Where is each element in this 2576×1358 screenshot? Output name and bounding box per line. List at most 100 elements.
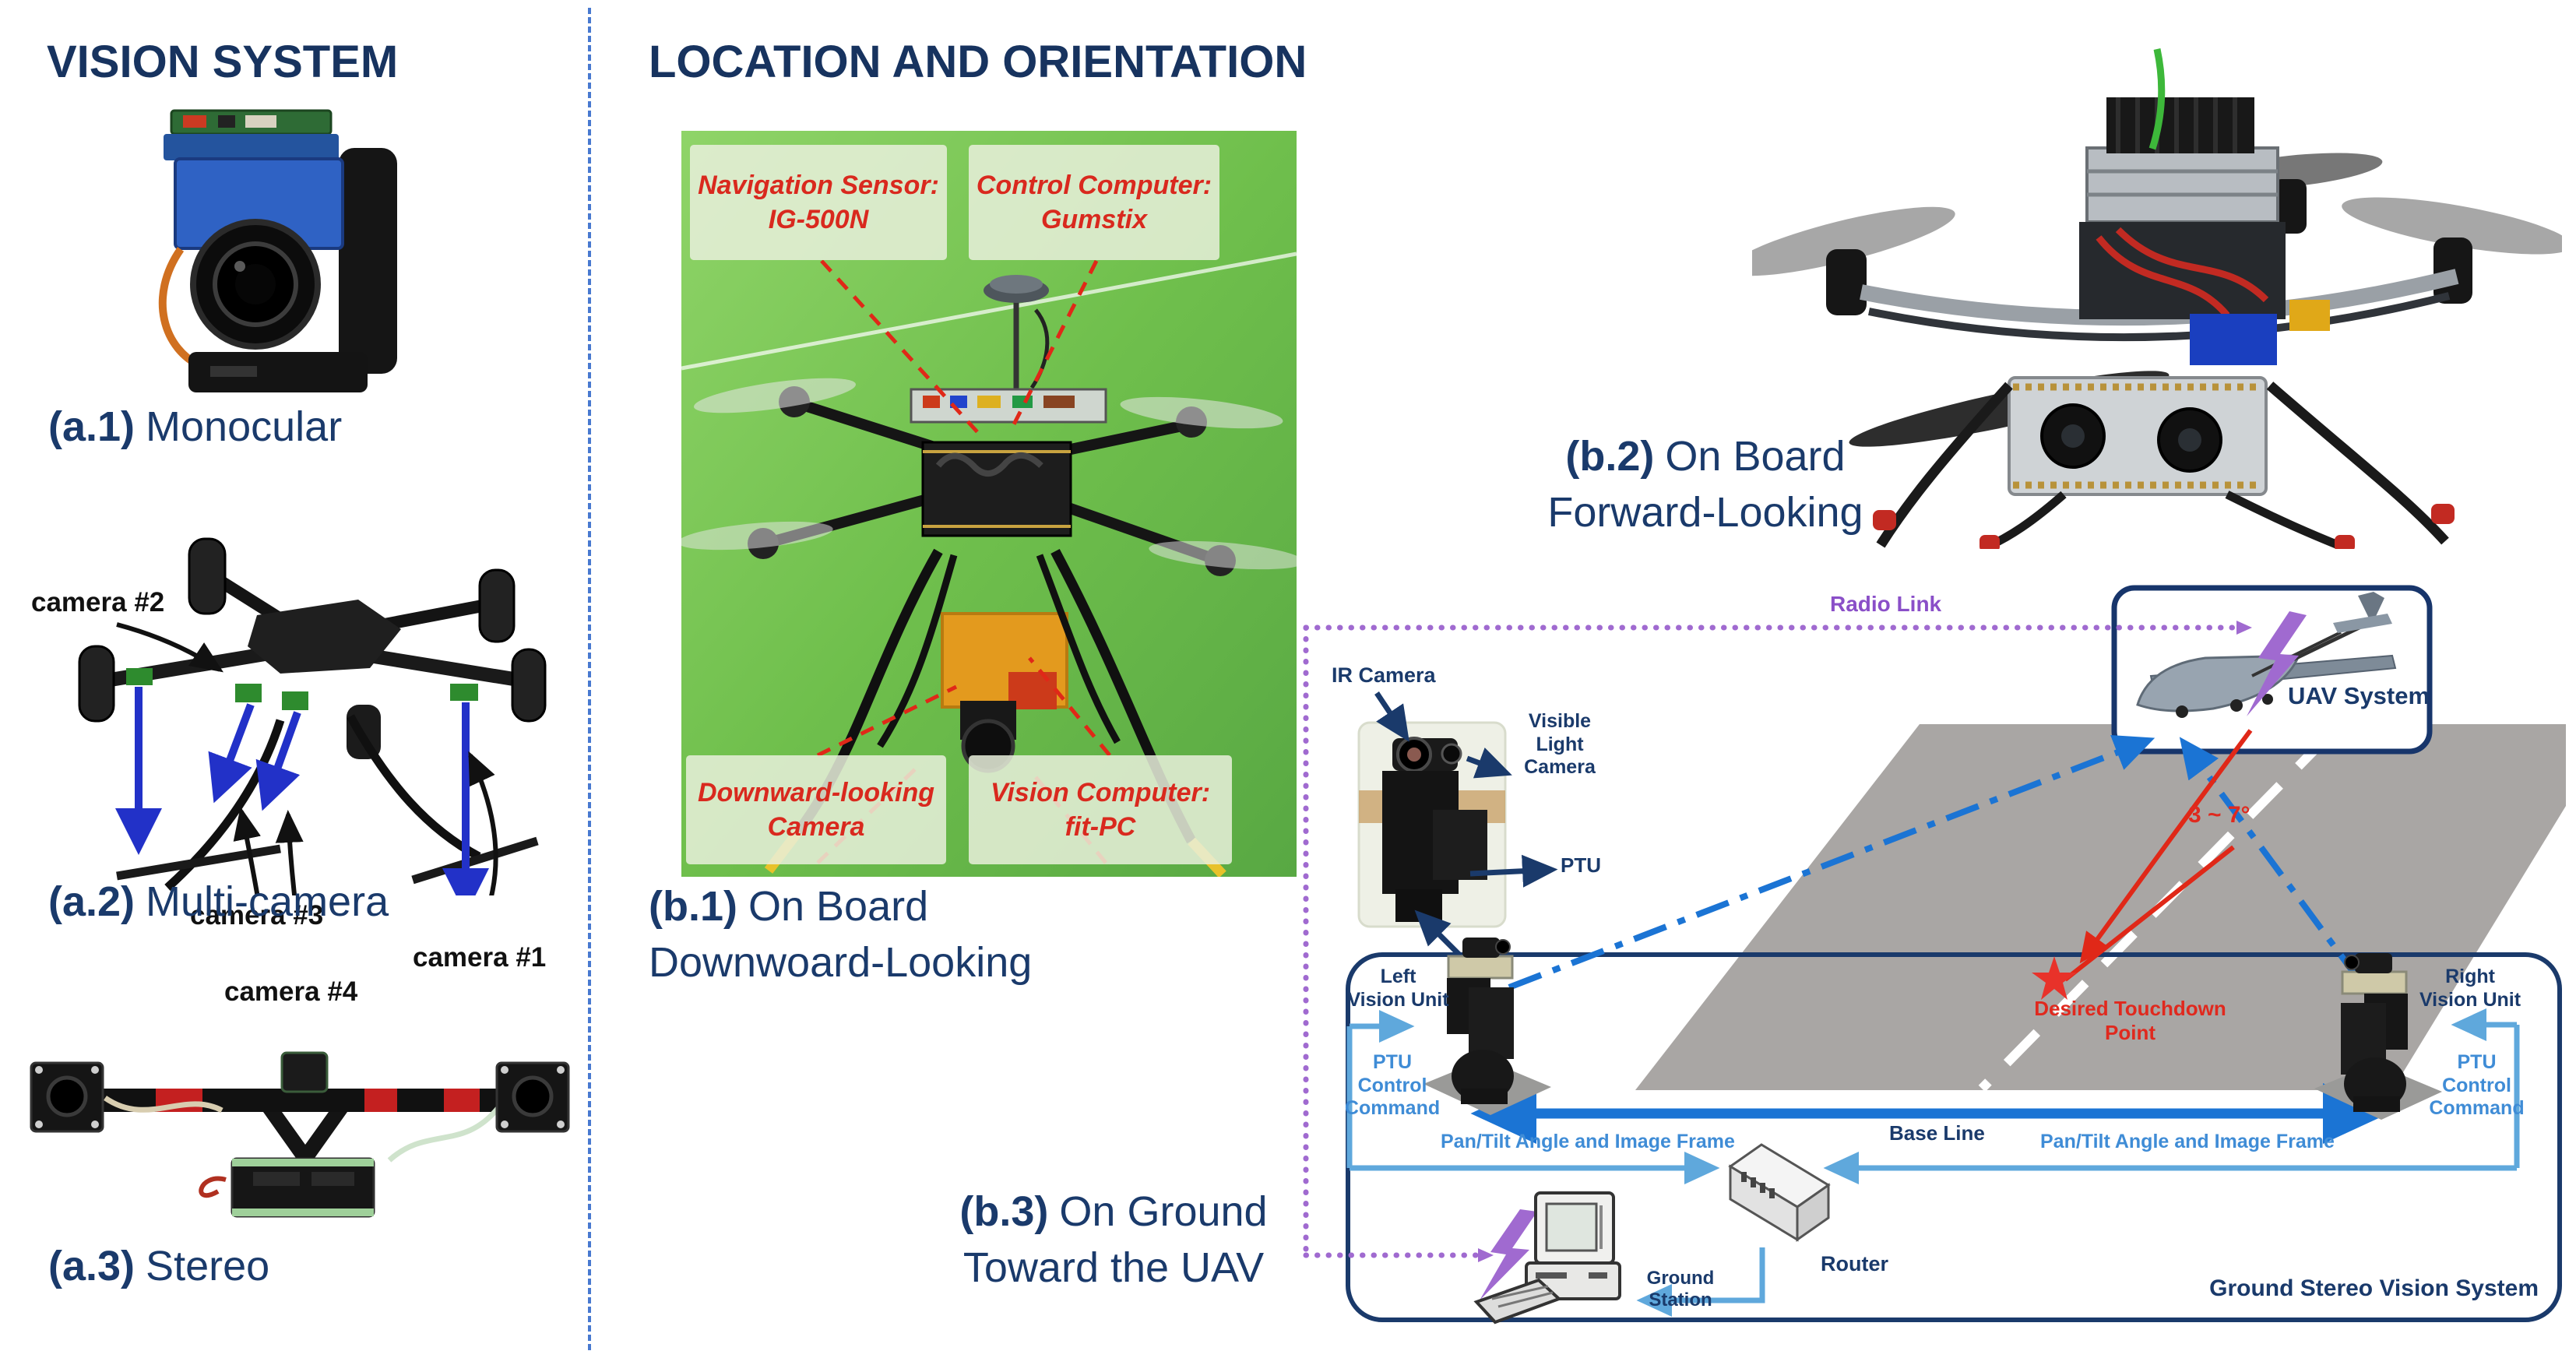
caption-b1-text1: On Board [748,883,929,930]
left-vision-unit-label: Left Vision Unit [1347,966,1449,1011]
annotation-downward-camera: Downward-looking Camera [686,755,946,864]
caption-b2-tag: (b.2) [1565,433,1655,480]
right-vision-unit-label: Right Vision Unit [2416,966,2525,1011]
nav-sensor-line2: IG-500N [768,205,869,234]
camera3-label: camera #3 [190,900,324,931]
caption-b1: (b.1)On Board Downwoard-Looking [649,878,1032,990]
ptu-command-brackets [1346,1008,2520,1317]
left-unit-line1: Left [1380,966,1416,987]
ptu-cmd-left-line1: PTU [1373,1051,1412,1073]
router-label: Router [1821,1252,1888,1275]
visible-light-camera-label: Visible Light Camera [1509,710,1610,779]
column-separator [588,8,591,1350]
stereo-rig-illustration [30,1051,570,1218]
caption-b3-text1: On Ground [1059,1188,1268,1235]
caption-b1-text2: Downwoard-Looking [649,939,1033,986]
lightning-bolt-uav [2247,611,2307,716]
ptu-control-command-left-label: PTU Control Command [1345,1051,1440,1121]
caption-b1-line1: (b.1)On Board [649,878,1032,934]
runway-centerline [1978,732,2332,1092]
lightning-bolt-ground [1480,1209,1537,1300]
caption-b2-text2: Forward-Looking [1547,489,1863,536]
runway [1635,724,2566,1090]
visible-light-line1: Visible [1528,710,1592,732]
caption-b2-text1: On Board [1665,433,1846,480]
caption-a2-tag: (a.2) [48,878,135,925]
caption-a3: (a.3)Stereo [48,1238,269,1294]
radio-link-label: Radio Link [1830,592,1942,616]
ground-station-line2: Station [1649,1289,1712,1311]
control-computer-line1: Control Computer: [976,171,1212,200]
right-vision-unit-ptu [2314,953,2442,1120]
ptu-cmd-left-line2: Control [1357,1074,1427,1096]
ground-station-computer [1473,1191,1621,1325]
right-unit-line1: Right [2445,966,2495,987]
annotation-vision-computer: Vision Computer: fit-PC [969,755,1232,864]
downward-camera-line2: Camera [767,812,865,842]
visible-light-line2: Light [1536,733,1584,755]
camera-label-arrows [116,622,498,895]
quadcopter [1752,48,2562,549]
caption-a2: (a.2)Multi-camera [48,874,389,930]
pan-tilt-right-label: Pan/Tilt Angle and Image Frame [2040,1131,2335,1152]
ground-station-line1: Ground [1646,1268,1715,1289]
ptu-cmd-right-line1: PTU [2457,1051,2497,1073]
caption-b3: (b.3)On Ground Toward the UAV [888,1184,1339,1296]
downward-camera-line1: Downward-looking [697,778,935,807]
annotation-control-computer: Control Computer: Gumstix [969,145,1219,260]
multicamera-drone-illustration [78,537,547,895]
hexacopter [681,275,1297,877]
sight-lines [1508,735,2364,990]
ptu-control-command-right-label: PTU Control Command [2428,1051,2525,1121]
location-orientation-title: LOCATION AND ORIENTATION [649,37,1307,87]
caption-a3-label: Stereo [146,1243,270,1289]
touchdown-star [2032,956,2077,1000]
control-computer-line2: Gumstix [1040,205,1148,234]
ir-camera-label: IR Camera [1332,663,1436,687]
camera-direction-arrows [115,687,489,895]
vision-computer-line2: fit-PC [1065,812,1136,842]
caption-a3-tag: (a.3) [48,1243,135,1289]
ptu-cmd-right-line2: Control [2442,1074,2511,1096]
caption-a1: (a.1)Monocular [48,399,342,455]
ground-station-label: Ground Station [1634,1268,1727,1312]
caption-b3-line1: (b.3)On Ground [888,1184,1339,1240]
caption-b2-line1: (b.2)On Board [1464,428,1947,484]
caption-a1-label: Monocular [146,403,343,450]
ground-stereo-vision-system-label: Ground Stereo Vision System [2209,1275,2539,1301]
annotation-nav-sensor: Navigation Sensor: IG-500N [690,145,947,260]
caption-a2-label: Multi-camera [146,878,389,925]
left-vision-unit-ptu [1423,938,1551,1115]
base-line-label: Base Line [1889,1121,1985,1145]
desired-touchdown-label: Desired Touchdown Point [2008,997,2253,1044]
radio-link-path [1303,624,2240,1258]
caption-b1-tag: (b.1) [649,883,737,930]
forward-looking-uav-photo [1752,48,2562,549]
monocular-camera-illustration [158,109,397,392]
caption-a1-tag: (a.1) [48,403,135,450]
caption-b2: (b.2)On Board Forward-Looking [1464,428,1947,540]
visible-light-line3: Camera [1524,756,1596,778]
camera2-label: camera #2 [31,587,165,617]
uav-system-label: UAV System [2288,682,2430,709]
stereo-rig [30,1051,570,1218]
caption-b3-tag: (b.3) [959,1188,1049,1235]
vision-system-title: VISION SYSTEM [47,37,399,87]
ground-stereo-vision-diagram [1303,585,2566,1325]
pan-tilt-left-label: Pan/Tilt Angle and Image Frame [1441,1131,1735,1152]
glide-angle-label: 3 ~ 7° [2188,802,2250,828]
caption-b3-text2: Toward the UAV [962,1244,1265,1291]
camera4-label: camera #4 [224,976,358,1007]
radio-link-arrow [2236,621,2252,635]
right-unit-line2: Vision Unit [2419,988,2521,1011]
touchdown-line2: Point [2105,1020,2155,1044]
monocular-camera [158,109,397,392]
router-device [1728,1143,1831,1242]
radio-link-arrow2 [1478,1248,1494,1262]
left-unit-line2: Vision Unit [1347,988,1449,1011]
ptu-label: PTU [1561,853,1601,877]
glide-path-line [2064,845,2235,982]
drone-frame [78,537,547,892]
vision-computer-line1: Vision Computer: [990,778,1211,807]
